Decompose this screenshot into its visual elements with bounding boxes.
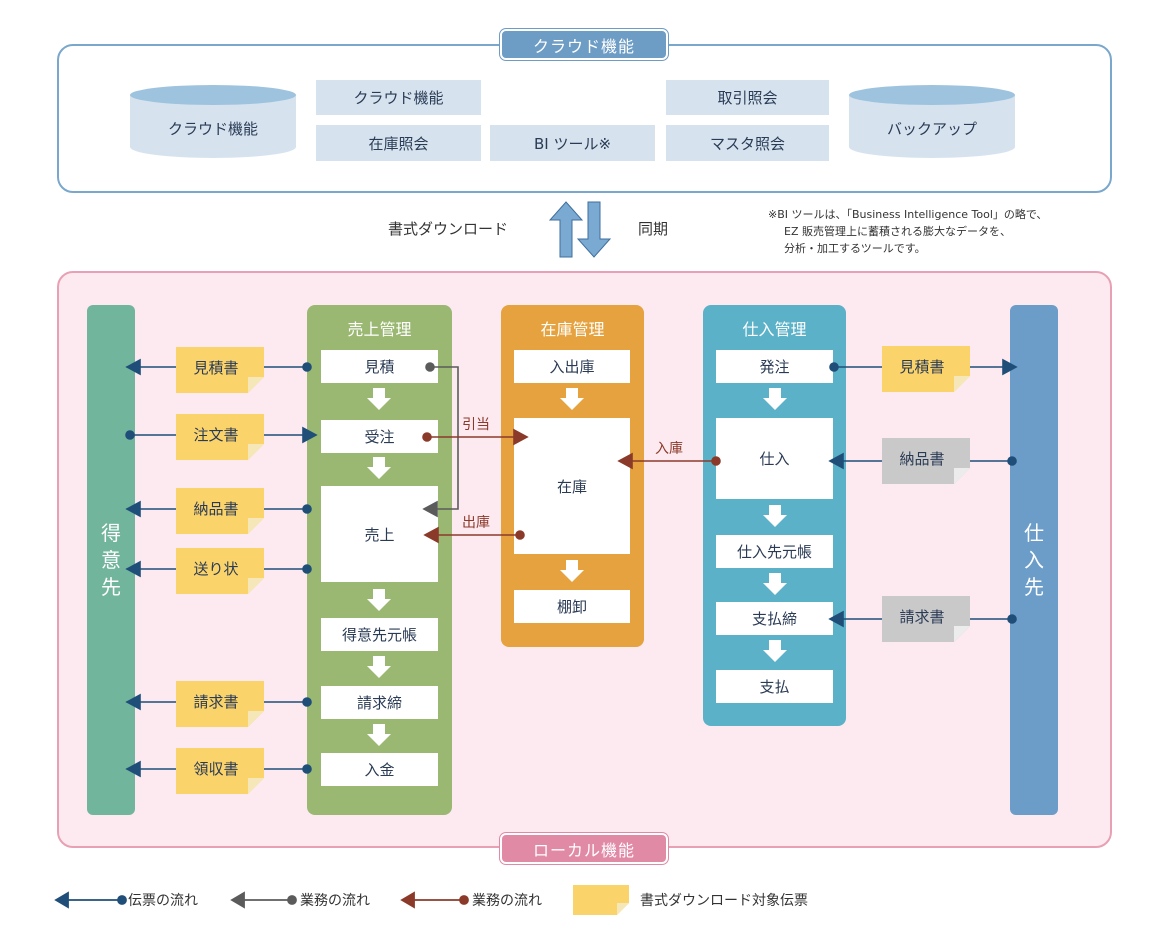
- cloud-db-label: クラウド機能: [167, 119, 258, 138]
- sync-arrows-icon: [548, 201, 612, 258]
- legend-business-flow-gray-icon: [230, 891, 297, 909]
- cloud-database-icon: [130, 85, 296, 158]
- doc-invoice-slip: 送り状: [176, 548, 264, 598]
- bi-note-line-2: EZ 販売管理上に蓄積される膨大なデータを、: [784, 225, 1011, 238]
- local-title: ローカル機能: [500, 833, 668, 864]
- flow-label-hikiate: 引当: [462, 417, 490, 433]
- sales-step-payment[interactable]: 入金: [321, 753, 438, 786]
- doc-receipt-label: 領収書: [193, 759, 239, 778]
- purchase-step-payment[interactable]: 支払: [716, 670, 833, 703]
- sales-step-sales[interactable]: 売上: [321, 486, 438, 582]
- doc-delivery: 納品書: [176, 488, 264, 538]
- doc-delivery-label: 納品書: [193, 499, 239, 518]
- doc-supplier-estimate-label: 見積書: [899, 357, 945, 376]
- sales-step-order[interactable]: 受注: [321, 420, 438, 453]
- sales-step-ledger[interactable]: 得意先元帳: [321, 618, 438, 651]
- doc-receipt: 領収書: [176, 748, 264, 798]
- doc-bill: 請求書: [176, 681, 264, 731]
- sync-label: 同期: [638, 220, 669, 238]
- bi-note-line-1: ※BI ツールは、「Business Intelligence Tool」の略で…: [768, 208, 1048, 221]
- doc-supplier-delivery: 納品書: [882, 438, 970, 488]
- sales-step-estimate[interactable]: 見積: [321, 350, 438, 383]
- supplier-sidebar: 仕 入 先: [1010, 305, 1058, 815]
- purchase-step-ledger[interactable]: 仕入先元帳: [716, 535, 833, 568]
- backup-database-icon: [849, 85, 1015, 158]
- purchase-step-purchase[interactable]: 仕入: [716, 418, 833, 499]
- sales-title: 売上管理: [347, 320, 412, 339]
- legend-icons: [54, 891, 469, 909]
- cloud-title: クラウド機能: [500, 29, 668, 60]
- inventory-step-stocktake[interactable]: 棚卸: [514, 590, 630, 623]
- bi-tool-box: BI ツール※: [490, 125, 655, 161]
- cloud-function-box: クラウド機能: [316, 80, 481, 115]
- doc-supplier-delivery-label: 納品書: [899, 449, 945, 468]
- doc-bill-label: 請求書: [193, 692, 239, 711]
- doc-invoice-slip-label: 送り状: [193, 559, 239, 578]
- transaction-inquiry-box: 取引照会: [666, 80, 829, 115]
- customer-sidebar: 得 意 先: [87, 305, 135, 815]
- doc-estimate-label: 見積書: [193, 358, 239, 377]
- legend-business-flow-brown-icon: [400, 891, 469, 909]
- doc-supplier-bill-label: 請求書: [899, 607, 945, 626]
- legend-business-flow-label-2: 業務の流れ: [472, 893, 542, 909]
- doc-supplier-bill: 請求書: [882, 596, 970, 646]
- purchase-step-order[interactable]: 発注: [716, 350, 833, 383]
- doc-estimate: 見積書: [176, 347, 264, 397]
- inventory-title: 在庫管理: [540, 320, 605, 339]
- legend-business-flow-label-1: 業務の流れ: [300, 893, 370, 909]
- legend-slip-flow-icon: [54, 891, 127, 909]
- inventory-step-inout[interactable]: 入出庫: [514, 350, 630, 383]
- flow-label-nyuko: 入庫: [655, 441, 683, 457]
- inventory-step-stock[interactable]: 在庫: [514, 418, 630, 554]
- doc-order-label: 注文書: [193, 425, 239, 444]
- flow-label-shukko: 出庫: [462, 515, 490, 531]
- stock-inquiry-box: 在庫照会: [316, 125, 481, 161]
- purchase-title: 仕入管理: [742, 320, 807, 339]
- legend-download-doc-label: 書式ダウンロード対象伝票: [640, 893, 808, 909]
- doc-order: 注文書: [176, 414, 264, 464]
- legend-download-doc-icon: [573, 885, 629, 915]
- bi-note-line-3: 分析・加工するツールです。: [784, 242, 926, 255]
- master-inquiry-box: マスタ照会: [666, 125, 829, 161]
- doc-supplier-estimate: 見積書: [882, 346, 970, 396]
- sales-step-billing[interactable]: 請求締: [321, 686, 438, 719]
- purchase-step-closing[interactable]: 支払締: [716, 602, 833, 635]
- backup-db-label: バックアップ: [886, 119, 977, 138]
- download-label: 書式ダウンロード: [388, 220, 509, 238]
- legend-slip-flow-label: 伝票の流れ: [128, 893, 198, 909]
